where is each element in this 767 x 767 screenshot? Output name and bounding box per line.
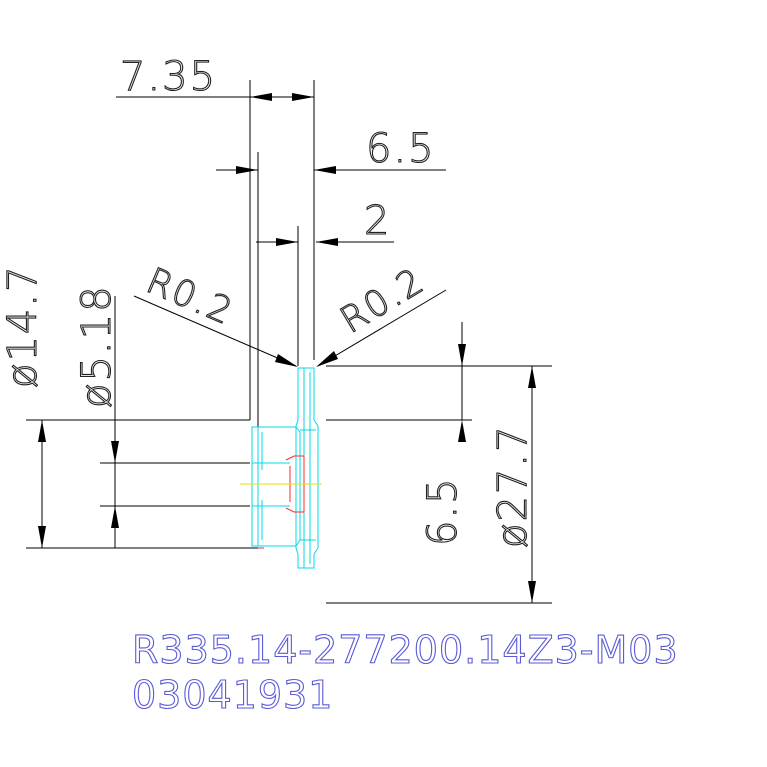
insert-detail	[258, 455, 305, 549]
dimension-label-dia-27-7: ø27.7	[490, 424, 536, 548]
dimension-dia-5-18: ø5.18	[73, 284, 250, 548]
part-number: R335.14-277200.14Z3-M03	[132, 628, 679, 672]
radius-leader-left: R0.2	[133, 260, 298, 367]
dimension-dia-27-7: ø27.7	[326, 366, 552, 604]
cutter-section	[251, 367, 319, 569]
dimension-6-5-width: 6.5	[216, 125, 446, 470]
dimension-6-5-height: 6.5	[326, 322, 552, 547]
dimension-2: 2	[256, 197, 394, 366]
drawing-number: 03041931	[132, 673, 333, 717]
dimension-label-dia-14-7: ø14.7	[0, 264, 46, 388]
radius-label-left: R0.2	[140, 261, 239, 334]
radius-label-right: R0.2	[334, 260, 432, 342]
dimension-label-6-5-height: 6.5	[420, 476, 466, 546]
dimension-label-6-5-width: 6.5	[366, 126, 436, 172]
dimension-dia-14-7: ø14.7	[0, 264, 262, 549]
dimension-label-dia-5-18: ø5.18	[74, 284, 120, 408]
dimension-label-7-35: 7.35	[120, 54, 217, 100]
radius-leader-right: R0.2	[316, 260, 447, 367]
dimension-7-35: 7.35	[116, 53, 315, 420]
dimension-label-2: 2	[364, 198, 391, 244]
